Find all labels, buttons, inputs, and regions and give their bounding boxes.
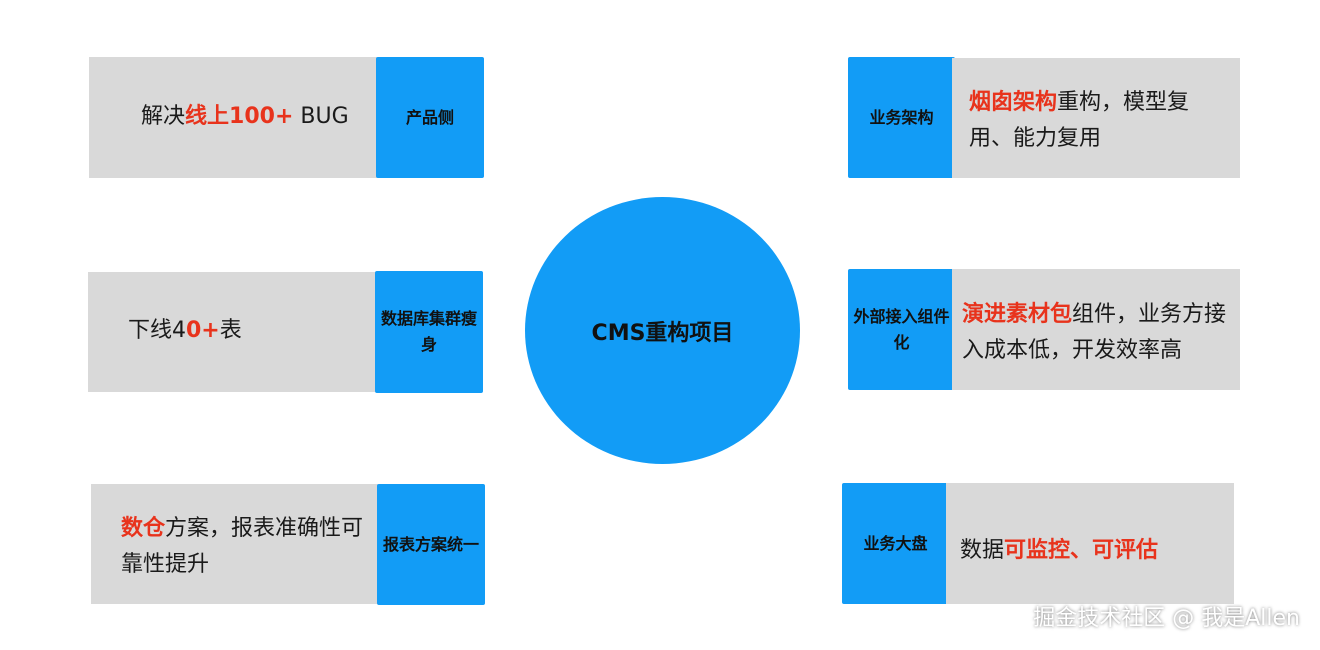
card-database-text: 下线40+表 [128,313,358,349]
card-report: 数仓方案，报表准确性可靠性提升 [91,484,378,604]
highlight-text: 演进素材包 [962,302,1073,327]
tag-external-access: 外部接入组件化 [848,269,955,390]
card-report-text: 数仓方案，报表准确性可靠性提升 [121,511,366,583]
center-circle: CMS重构项目 [525,197,800,464]
card-business-arch: 烟囱架构重构，模型复用、能力复用 [952,58,1240,178]
card-external-access-text: 演进素材包组件，业务方接入成本低，开发效率高 [962,297,1232,369]
card-business-dashboard: 数据可监控、可评估 [946,483,1234,604]
text-segment: 重构，模型复用、能力复用 [969,90,1190,151]
tag-business-arch: 业务架构 [848,57,955,178]
highlight-text: 烟囱架构 [969,90,1058,115]
card-database: 下线40+表 [88,272,376,392]
highlight-text: 数仓 [121,516,166,541]
tag-report: 报表方案统一 [377,484,485,605]
text-segment: 数据 [960,538,1005,563]
watermark: 掘金技术社区 @ 我是Allen [1033,606,1300,631]
highlight-text: 线上100+ [185,104,294,129]
text-segment: 解决 [141,104,186,129]
center-title: CMS重构项目 [591,320,734,346]
highlight-text: 可监控、可评估 [1004,538,1159,563]
highlight-text: 0+ [186,318,220,343]
text-segment: 表 [219,318,242,343]
text-segment: BUG [293,104,349,129]
tag-database: 数据库集群瘦身 [375,271,483,393]
tag-business-dashboard: 业务大盘 [842,483,949,604]
card-external-access: 演进素材包组件，业务方接入成本低，开发效率高 [952,269,1240,390]
card-product: 解决线上100+ BUG [89,57,377,178]
card-product-text: 解决线上100+ BUG [141,99,371,135]
card-business-arch-text: 烟囱架构重构，模型复用、能力复用 [969,85,1219,157]
card-business-dashboard-text: 数据可监控、可评估 [960,533,1220,569]
tag-product: 产品侧 [376,57,484,178]
text-segment: 组件，业务方接入成本低，开发效率高 [962,302,1227,363]
text-segment: 方案，报表准确性可靠性提升 [121,516,364,577]
text-segment: 下线4 [128,318,186,343]
